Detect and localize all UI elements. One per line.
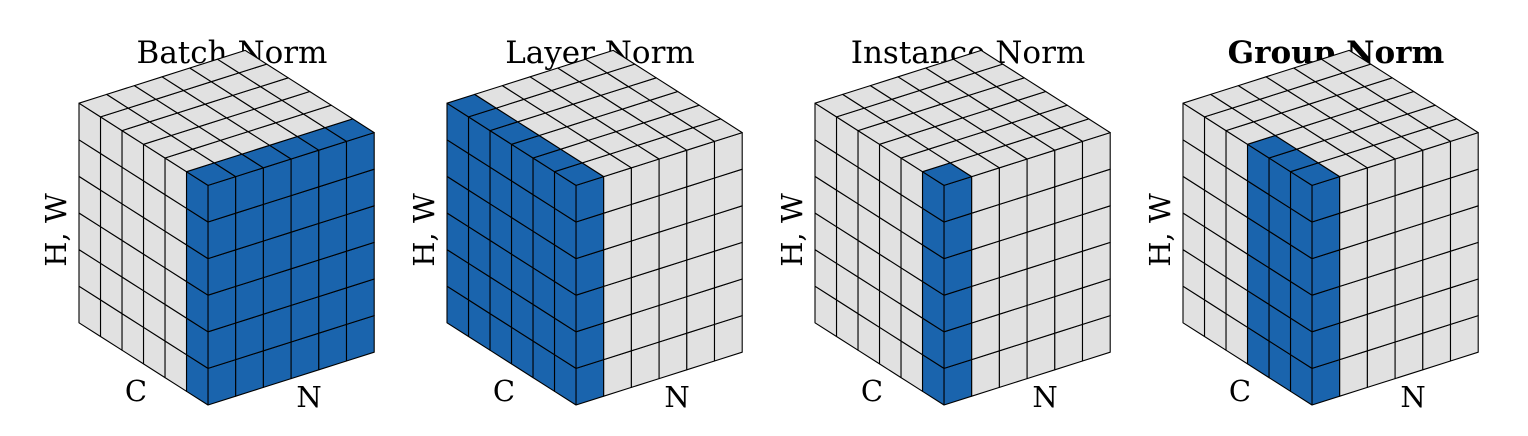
n-axis-label: N <box>1400 380 1425 414</box>
group-norm-panel: Group Norm H, W C N <box>1143 35 1479 414</box>
hw-axis-label: H, W <box>1143 193 1177 267</box>
cube-grid <box>1182 49 1479 406</box>
hw-axis-label: H, W <box>775 193 809 267</box>
cube-grid <box>446 49 743 406</box>
top-face-cell <box>1320 49 1372 74</box>
layer-norm-panel: Layer Norm H, W C N <box>407 35 743 414</box>
instance-norm-panel: Instance Norm H, W C N <box>775 35 1111 414</box>
n-axis-label: N <box>664 380 689 414</box>
hw-axis-label: H, W <box>39 193 73 267</box>
top-face-cell <box>216 49 268 74</box>
n-axis-label: N <box>296 380 321 414</box>
top-face-cell <box>584 49 636 74</box>
hw-axis-label: H, W <box>407 193 441 267</box>
c-axis-label: C <box>125 374 147 408</box>
cube-grid <box>78 49 375 406</box>
n-axis-label: N <box>1032 380 1057 414</box>
batch-norm-panel: Batch Norm H, W C N <box>39 35 375 414</box>
c-axis-label: C <box>1229 374 1251 408</box>
cube-grid <box>814 49 1111 406</box>
c-axis-label: C <box>861 374 883 408</box>
top-face-cell <box>952 49 1004 74</box>
c-axis-label: C <box>493 374 515 408</box>
